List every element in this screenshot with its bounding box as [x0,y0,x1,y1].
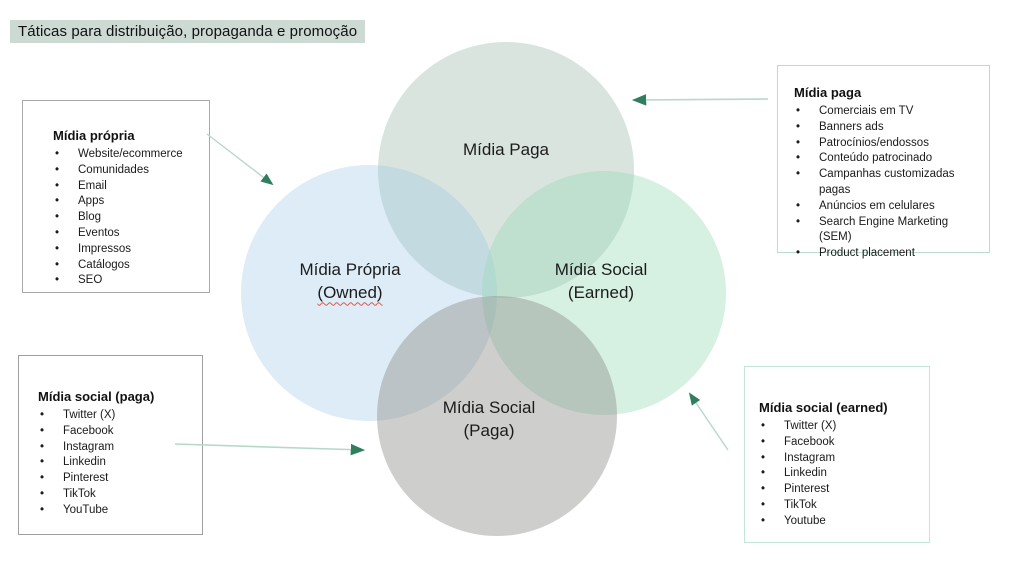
venn-label-midia-propria: Mídia Própria (Owned) [250,258,450,305]
bullet-item: Anúncios em celulares [794,199,983,215]
venn-label-text: Mídia Paga [463,140,549,159]
info-box-title: Mídia social (earned) [759,400,888,415]
bullet-item: Impressos [53,242,203,258]
bullet-item: Website/ecommerce [53,147,203,163]
info-box-midia-paga: Mídia paga Comerciais em TV Banners ads … [777,65,990,262]
bullet-list: Twitter (X) Facebook Instagram Linkedin … [38,408,196,519]
venn-label-midia-social-paga: Mídia Social (Paga) [389,396,589,443]
venn-label-text: Mídia Social [554,260,648,279]
bullet-item: Instagram [38,440,196,456]
bullet-item: Eventos [53,226,203,242]
bullet-item: Twitter (X) [759,419,923,435]
info-box-midia-propria: Mídia própria Website/ecommerce Comunida… [22,100,210,293]
venn-label-text: (Paga) [463,421,515,441]
bullet-item: Linkedin [38,455,196,471]
bullet-item: Conteúdo patrocinado [794,151,983,167]
bullet-item: Instagram [759,451,923,467]
info-box-midia-social-earned: Mídia social (earned) Twitter (X) Facebo… [744,366,930,543]
bullet-item: Pinterest [38,471,196,487]
bullet-item: Campanhas customizadas pagas [794,167,983,199]
info-box-midia-social-paga: Mídia social (paga) Twitter (X) Facebook… [18,355,203,535]
slide-title: Táticas para distribuição, propaganda e … [10,20,366,43]
bullet-item: Comerciais em TV [794,104,983,120]
venn-label-midia-social-earned: Mídia Social (Earned) [501,258,701,305]
bullet-list: Website/ecommerce Comunidades Email Apps… [53,147,203,289]
venn-label-midia-paga: Mídia Paga [406,138,606,161]
bullet-item: Comunidades [53,163,203,179]
bullet-item: Email [53,179,203,195]
bullet-item: Twitter (X) [38,408,196,424]
venn-label-text: (Earned) [567,283,635,303]
bullet-item: Blog [53,210,203,226]
connector-arrow-midia-paga [631,94,769,106]
venn-circle-midia-social-paga [377,296,617,536]
bullet-item: Pinterest [759,482,923,498]
bullet-item: Search Engine Marketing (SEM) [794,215,983,247]
connector-arrow-midia-propria [206,133,274,186]
venn-circle-midia-social-earned [482,171,726,415]
bullet-item: Patrocínios/endossos [794,136,983,152]
venn-label-text: Mídia Social [442,398,536,417]
bullet-item: Linkedin [759,466,923,482]
bullet-item: Apps [53,194,203,210]
bullet-item: Banners ads [794,120,983,136]
info-box-title: Mídia social (paga) [38,389,155,404]
bullet-item: SEO [53,273,203,289]
bullet-item: TikTok [38,487,196,503]
bullet-item: Product placement [794,246,983,262]
info-box-title: Mídia própria [53,128,135,143]
venn-label-text: Mídia Própria [299,260,401,279]
bullet-list: Twitter (X) Facebook Instagram Linkedin … [759,419,923,530]
bullet-item: TikTok [759,498,923,514]
connector-arrow-midia-social-paga [174,443,366,456]
bullet-item: Facebook [38,424,196,440]
bullet-item: YouTube [38,503,196,519]
bullet-item: Youtube [759,514,923,530]
bullet-item: Facebook [759,435,923,451]
info-box-title: Mídia paga [794,85,862,100]
bullet-item: Catálogos [53,258,203,274]
venn-circle-midia-paga [378,42,634,298]
bullet-list: Comerciais em TV Banners ads Patrocínios… [794,104,983,262]
connector-arrow-midia-social-earned [688,392,729,451]
venn-circle-midia-propria [241,165,497,421]
venn-label-text-spellchecked: (Owned) [317,283,383,303]
